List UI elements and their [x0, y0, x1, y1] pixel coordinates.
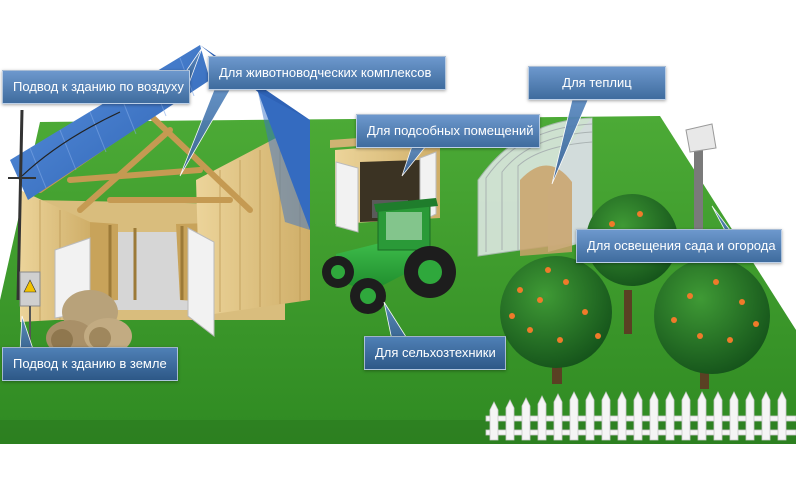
picket-fence: [485, 391, 796, 441]
callout-garden-lighting: Для освещения сада и огорода: [576, 229, 782, 263]
utility-pole: [8, 109, 121, 301]
lightning-warning-icon: [19, 271, 41, 307]
callout-livestock-complexes: Для животноводческих комплексов: [208, 56, 446, 90]
shed-door-left: [335, 161, 359, 233]
barn-door-right: [187, 227, 215, 338]
callout-overhead-supply: Подвод к зданию по воздуху: [2, 70, 190, 104]
garden-light-pole: [685, 123, 717, 230]
callout-underground-supply: Подвод к зданию в земле: [2, 347, 178, 381]
livestock-barn: [10, 45, 310, 338]
pointer-livestock: [179, 89, 231, 177]
callout-farm-machinery: Для сельхозтехники: [364, 336, 506, 370]
callout-auxiliary-rooms: Для подсобных помещений: [356, 114, 540, 148]
tractor: [322, 198, 456, 314]
pointer-greenhouses: [551, 99, 589, 185]
lawn-shadow-strip: [0, 420, 796, 444]
callout-greenhouses: Для теплиц: [528, 66, 666, 100]
